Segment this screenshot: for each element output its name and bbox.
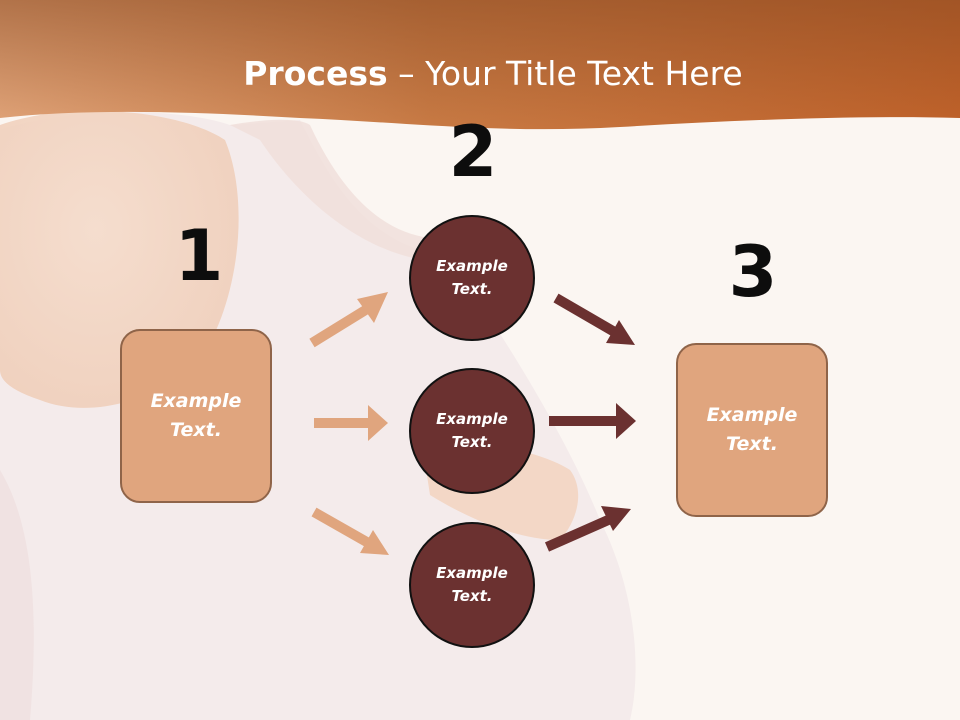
circle-top-text: Example Text. (436, 257, 508, 298)
circle-top: Example Text. (409, 215, 535, 341)
arrow-to-middle-circle (314, 405, 388, 441)
slide-title: Process – Your Title Text Here (0, 52, 960, 96)
right-step-box-text: Example Text. (706, 404, 798, 455)
right-step-box: Example Text. (676, 343, 828, 517)
step-number-2: 2 (448, 111, 498, 193)
left-step-box: Example Text. (120, 329, 272, 503)
arrow-from-middle-circle (549, 403, 636, 439)
circle-middle: Example Text. (409, 368, 535, 494)
title-bold: Process (243, 54, 388, 93)
step-number-1: 1 (174, 215, 224, 297)
left-step-box-text: Example Text. (150, 390, 242, 441)
title-rest: – Your Title Text Here (387, 54, 743, 93)
arrow-to-top-circle (309, 292, 388, 348)
arrow-to-bottom-circle (311, 507, 389, 555)
arrow-from-top-circle (553, 293, 635, 345)
circle-bottom-text: Example Text. (436, 564, 508, 605)
circle-middle-text: Example Text. (436, 410, 508, 451)
arrow-from-bottom-circle (544, 506, 631, 552)
step-number-3: 3 (728, 231, 778, 313)
circle-bottom: Example Text. (409, 522, 535, 648)
